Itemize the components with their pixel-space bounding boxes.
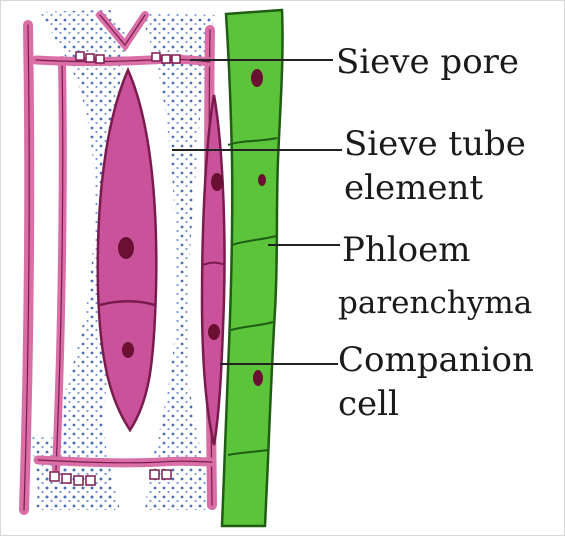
label-cell: cell: [338, 384, 399, 424]
pink-column-nucleus-1: [211, 173, 223, 191]
label-sieve-tube-element: element: [344, 168, 483, 208]
label-companion: Companion: [338, 340, 534, 380]
label-phloem: Phloem: [342, 230, 470, 270]
label-sieve-pore: Sieve pore: [336, 42, 519, 82]
companion-nucleus-1: [251, 69, 263, 87]
companion-nucleus-2: [258, 174, 266, 186]
label-sieve-tube: Sieve tube: [344, 124, 526, 164]
companion-nucleus-3: [253, 370, 263, 386]
companion-cell-column: [222, 10, 283, 526]
sieve-tube-nucleus-1: [118, 237, 134, 259]
sieve-tube-nucleus-2: [122, 342, 134, 358]
label-parenchyma: parenchyma: [338, 283, 532, 323]
pink-column-nucleus-2: [208, 324, 220, 340]
